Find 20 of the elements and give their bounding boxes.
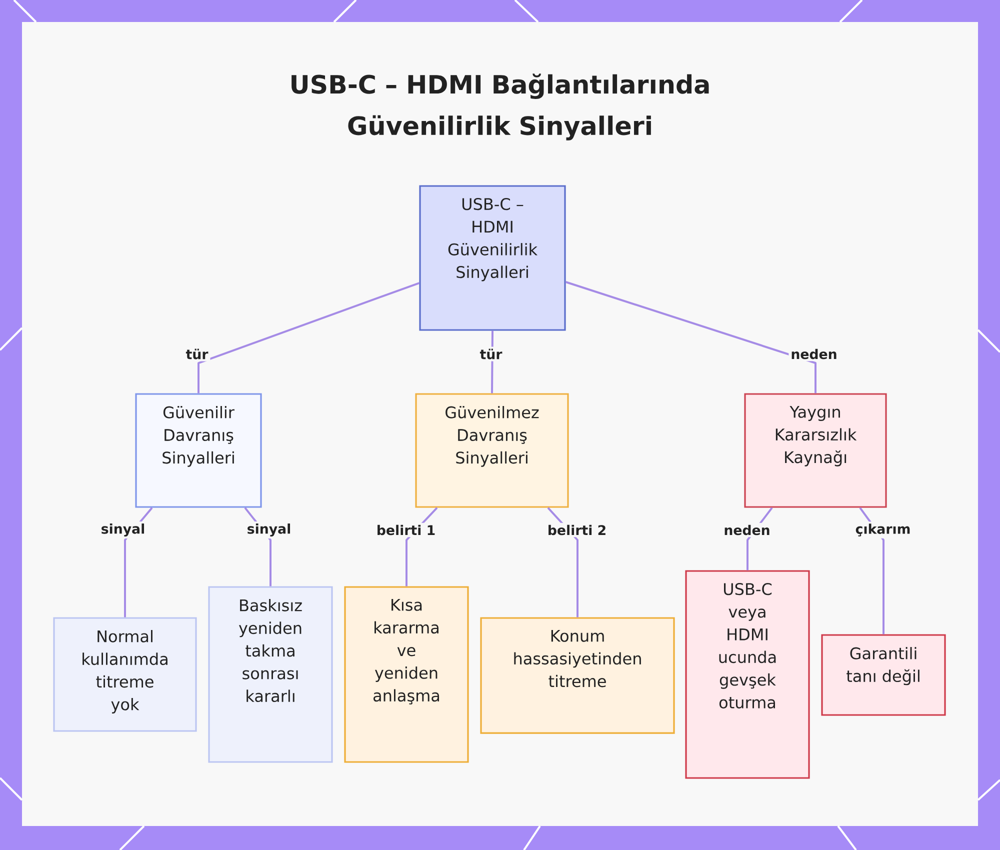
- signal-box: Normal kullanımda titreme yok: [53, 617, 197, 732]
- edge-label: belirti 2: [545, 522, 609, 538]
- edge-label: çıkarım: [853, 522, 913, 538]
- connector-line: [198, 282, 420, 394]
- signal-box: Kısa kararma ve yeniden anlaşma: [344, 586, 469, 763]
- signal-box: Garantili tanı değil: [821, 634, 946, 716]
- signal-box: Konum hassasiyetinden titreme: [480, 617, 675, 734]
- topic-box: USB-C – HDMI Güvenilirlik Sinyalleri: [419, 185, 566, 331]
- category-box: Yaygın Kararsızlık Kaynağı: [744, 393, 887, 508]
- edge-label: sinyal: [244, 522, 294, 538]
- category-box: Güvenilir Davranış Sinyalleri: [135, 393, 262, 508]
- connector-line: [566, 281, 816, 394]
- edge-label: belirti 1: [374, 522, 438, 538]
- title: USB-C – HDMI Bağlantılarında Güvenilirlik Sinyalleri: [292, 74, 709, 140]
- edge-label: neden: [722, 522, 772, 538]
- signal-box: USB-C veya HDMI ucunda gevşek oturma: [685, 570, 810, 779]
- edge-label: sinyal: [98, 522, 148, 538]
- signal-box: Baskısız yeniden takma sonrası kararlı: [208, 586, 333, 763]
- category-box: Güvenilmez Davranış Sinyalleri: [415, 393, 569, 508]
- edge-label: neden: [788, 346, 840, 362]
